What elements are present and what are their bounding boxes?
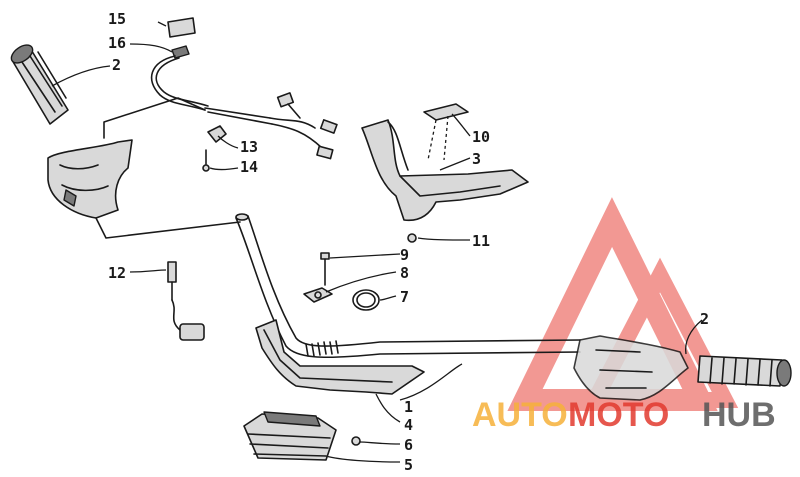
callout-11: 11 — [472, 232, 490, 250]
callout-3: 3 — [472, 150, 481, 168]
callout-8: 8 — [400, 264, 409, 282]
callout-14: 14 — [240, 158, 258, 176]
part-2-right-grip — [697, 355, 792, 387]
callout-2-left: 2 — [112, 56, 121, 74]
part-16-switch-wire — [150, 45, 209, 111]
callout-2-right: 2 — [700, 310, 709, 328]
wiring-harness — [204, 92, 338, 160]
part-15-decal — [167, 17, 196, 38]
leader-lines — [51, 21, 703, 463]
watermark-hub: HUB — [702, 396, 776, 434]
callout-5: 5 — [404, 456, 413, 474]
part-9-bolt — [320, 252, 330, 286]
assembly-guide-left — [95, 97, 241, 239]
callout-4: 4 — [404, 416, 413, 434]
callout-12: 12 — [108, 264, 126, 282]
callout-15: 15 — [108, 10, 126, 28]
part-5-riser-block — [243, 411, 337, 461]
right-control-housing — [573, 335, 689, 401]
part-10-pad — [423, 103, 469, 161]
callout-6: 6 — [404, 436, 413, 454]
part-8-clamp-plate — [303, 287, 333, 303]
part-12-switch-plunger — [167, 261, 205, 341]
watermark-auto: AUTO — [472, 396, 568, 434]
callout-16: 16 — [108, 34, 126, 52]
callout-7: 7 — [400, 288, 409, 306]
watermark-logo — [507, 197, 739, 411]
part-7-clamp-ring — [352, 289, 380, 311]
watermark-moto: MOTO — [568, 396, 669, 434]
part-11-washer — [407, 233, 417, 243]
part-2-left-grip — [10, 44, 69, 125]
watermark-text: AUTO MOTO HUB — [472, 396, 776, 434]
left-control-housing — [47, 139, 133, 219]
part-1-handlebar — [235, 213, 581, 359]
part-6-screw — [351, 436, 361, 446]
part-13-bracket — [207, 125, 227, 143]
part-4-mount-bracket — [255, 319, 425, 395]
callout-13: 13 — [240, 138, 258, 156]
part-14-screw — [202, 149, 210, 172]
callout-1: 1 — [404, 398, 413, 416]
part-3-bar-pad — [361, 119, 529, 222]
callout-labels: 15 16 2 13 14 10 3 9 11 12 8 7 2 1 4 6 5 — [108, 10, 709, 474]
callout-10: 10 — [472, 128, 490, 146]
callout-9: 9 — [400, 246, 409, 264]
